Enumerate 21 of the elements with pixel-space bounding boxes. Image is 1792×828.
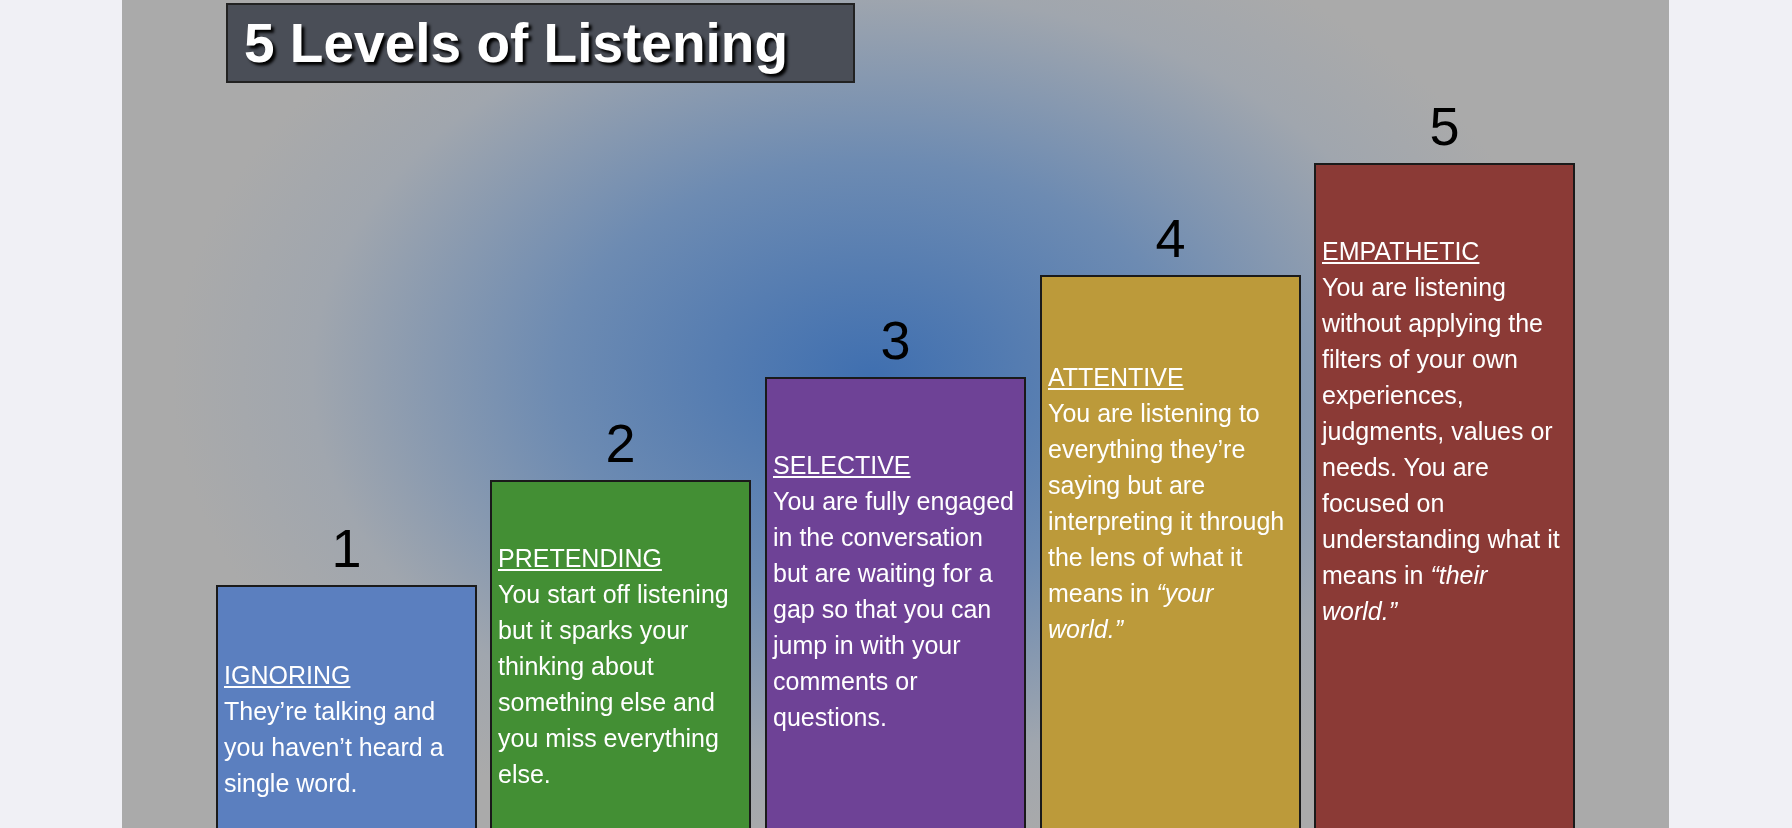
level-bar <box>216 585 477 828</box>
level-number: 1 <box>330 517 363 579</box>
level-bar <box>765 377 1026 828</box>
level-number: 3 <box>879 309 912 371</box>
level-heading: PRETENDING <box>498 543 662 574</box>
level-bar <box>1314 163 1575 828</box>
level-description: They’re talking and you haven’t heard a single word. <box>224 696 445 799</box>
title: 5 Levels of Listening <box>226 3 855 83</box>
level-heading: EMPATHETIC <box>1322 236 1480 267</box>
level-bar <box>490 480 751 828</box>
level-heading: SELECTIVE <box>773 450 911 481</box>
level-number: 2 <box>604 412 637 474</box>
level-heading: IGNORING <box>224 660 351 691</box>
level-description: You are listening without applying the filters of your own experiences, judgments, values or needs. You are focused on understanding what it means in “their world.” <box>1322 272 1561 627</box>
level-heading: ATTENTIVE <box>1048 362 1184 393</box>
level-number: 5 <box>1428 95 1461 157</box>
level-description: You are fully engaged in the conversation but are waiting for a gap so that you can jump in with your comments or questions. <box>773 486 1015 733</box>
level-bar <box>1040 275 1301 828</box>
level-number: 4 <box>1154 207 1187 269</box>
level-description: You are listening to everything they’re saying but are interpreting it through the lens of what it means in “your world.” <box>1048 398 1286 645</box>
level-description: You start off listening but it sparks your thinking about something else and you miss everything else. <box>498 579 730 790</box>
